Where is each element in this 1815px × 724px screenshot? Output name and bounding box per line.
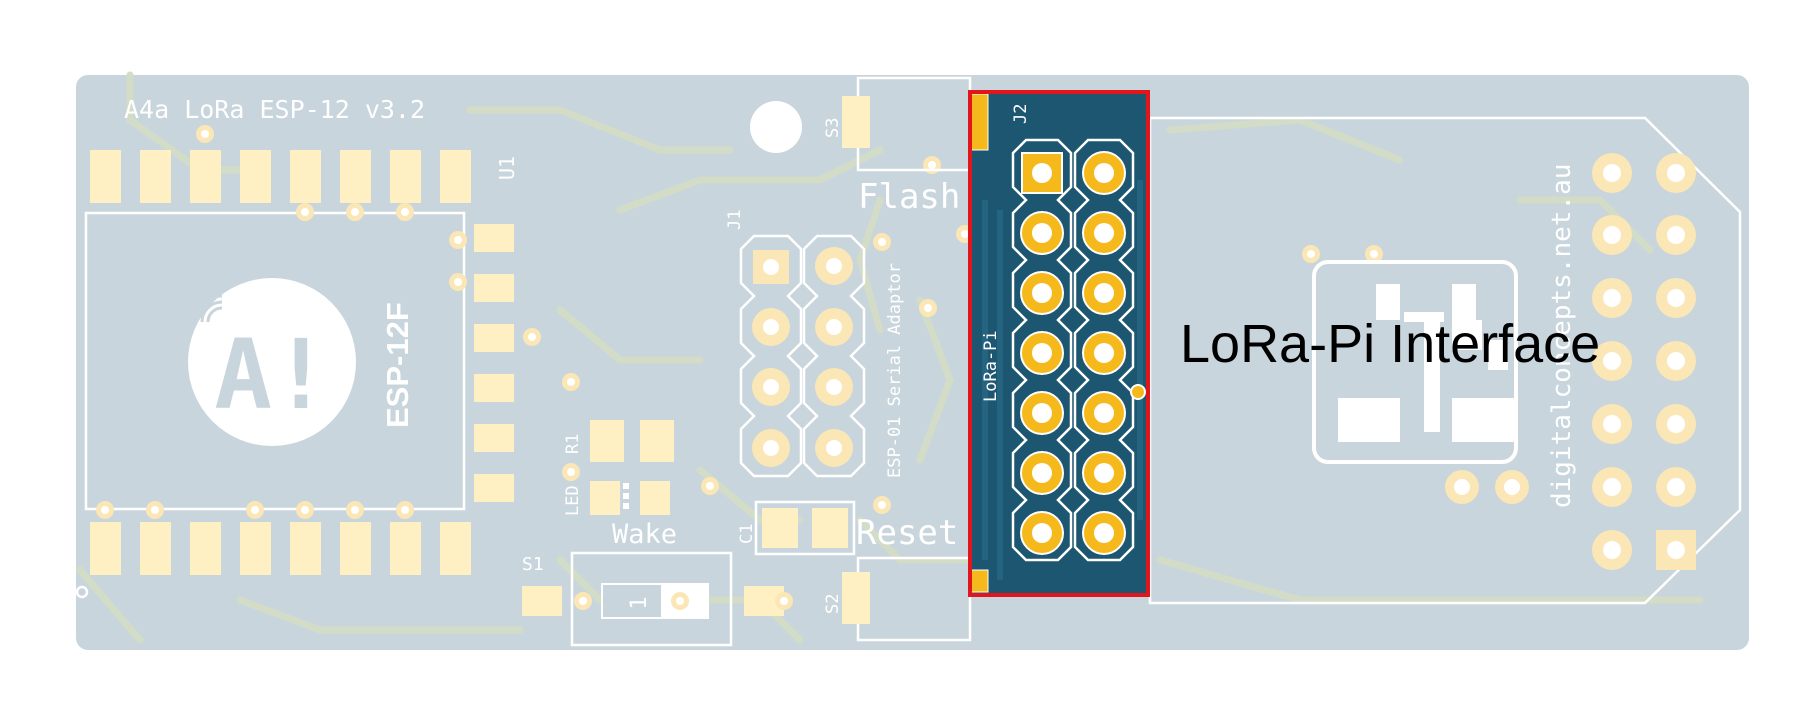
module-label: ESP-12F	[380, 302, 415, 428]
designator-s3: S3	[823, 118, 843, 138]
designator-r1: R1	[563, 434, 583, 454]
designator-c1: C1	[737, 524, 757, 544]
lora-module-outline	[1148, 116, 1742, 605]
label-wake: Wake	[612, 519, 677, 550]
switch-s2-pad	[842, 572, 870, 624]
designator-j2: J2	[1011, 104, 1031, 124]
designator-u1: U1	[495, 156, 519, 180]
mounting-hole	[750, 101, 802, 153]
capacitor-c1-pad-left	[762, 508, 798, 548]
esp12-bottom-pads	[90, 522, 471, 575]
pcb-traces	[76, 71, 1704, 644]
j2-header-outline-left	[1011, 138, 1073, 562]
capacitor-c1-pad-right	[812, 508, 848, 548]
j2-traces	[982, 180, 1143, 580]
switch-s3-pad	[842, 96, 870, 148]
j2-corner-pad-top	[969, 93, 989, 151]
board-edge-marker	[75, 585, 89, 599]
designator-s2: S2	[823, 594, 843, 614]
j2-board-label: LoRa-Pi	[981, 330, 1001, 402]
esp12-outline	[84, 211, 466, 511]
esp12-top-pads	[90, 150, 471, 203]
highlight-box	[968, 90, 1150, 597]
designator-j1: J1	[725, 210, 745, 230]
board-title: A4a LoRa ESP-12 v3.2	[124, 95, 425, 124]
switch-s1-pin-label: 1	[627, 596, 652, 609]
resistor-r1-pads	[590, 420, 674, 462]
a4a-logo: A!	[188, 278, 356, 446]
website-label: digitalconcepts.net.au	[1547, 164, 1577, 508]
j2-corner-pad-bottom	[969, 569, 989, 593]
j2-via	[1130, 384, 1146, 400]
j2-header-outline-right	[1073, 138, 1135, 562]
pcb-board	[76, 75, 1749, 650]
led-pads	[590, 481, 670, 515]
a4a-logo-mark: A!	[214, 319, 330, 431]
designator-led: LED	[563, 485, 583, 516]
header-j1	[739, 234, 866, 478]
header-description: ESP-01 Serial Adaptor	[885, 263, 905, 478]
wifi-icon	[194, 294, 223, 323]
designator-s1: S1	[522, 554, 544, 575]
annotation-label: LoRa-Pi Interface	[1180, 314, 1600, 374]
switch-s1-actuator	[603, 585, 661, 617]
switch-s1-outline	[570, 551, 733, 647]
switch-s1-pad-left	[522, 586, 562, 616]
j2-highlight-region: J2 LoRa-Pi	[968, 90, 1150, 597]
lora-module-pads	[1445, 153, 1696, 570]
esp12-side-pads	[474, 224, 514, 502]
capacitor-c1-outline	[754, 500, 856, 556]
label-flash: Flash	[858, 177, 960, 217]
lora-chip-mark	[1338, 284, 1514, 442]
label-reset: Reset	[856, 513, 958, 553]
lora-chip-outline	[1312, 260, 1518, 464]
j2-pin-pads	[1020, 151, 1146, 555]
